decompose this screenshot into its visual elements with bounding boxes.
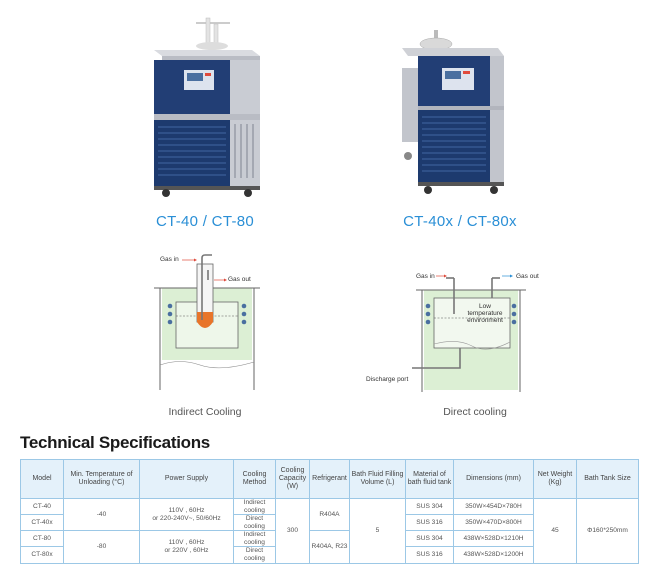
indirect-cooling-caption: Indirect Cooling bbox=[168, 406, 242, 418]
gas-in-label-1: Gas in bbox=[160, 256, 179, 263]
cell-model: CT-80 bbox=[20, 530, 64, 548]
cell-dimensions: 438W×528D×1200H bbox=[453, 546, 534, 564]
product-caption-2: CT-40x / CT-80x bbox=[403, 213, 517, 230]
cell-model: CT-40x bbox=[20, 514, 64, 532]
power-line-2: or 220-240V~, 50/60Hz bbox=[152, 514, 221, 522]
cell-cooling-method: Direct cooling bbox=[233, 546, 276, 564]
chiller-unit-icon bbox=[402, 30, 504, 194]
spec-table: Model Min. Temperature of Unloading (°C)… bbox=[20, 459, 639, 564]
cell-power: 110V , 60Hz or 220-240V~, 50/60Hz bbox=[139, 497, 234, 532]
spec-title: Technical Specifications bbox=[20, 433, 210, 452]
table-row: CT-80x Direct cooling SUS 316 438W×528D×… bbox=[20, 546, 639, 564]
discharge-port-label: Discharge port bbox=[366, 376, 409, 383]
cell-min-temp: -40 bbox=[63, 497, 140, 532]
cell-material: SUS 316 bbox=[405, 546, 454, 564]
table-row: CT-40x Direct cooling SUS 316 350W×470D×… bbox=[20, 514, 639, 532]
cell-fill-volume: 5 bbox=[349, 498, 406, 564]
cell-model: CT-40 bbox=[20, 497, 64, 516]
direct-cooling-diagram bbox=[412, 270, 532, 395]
cell-refrigerant: R404A bbox=[309, 497, 350, 532]
cell-power: 110V , 60Hz or 220V , 60Hz bbox=[139, 530, 234, 564]
product-image-ct40-ct80 bbox=[148, 16, 268, 198]
header-material: Material of bath fluid tank bbox=[405, 459, 454, 499]
cell-cooling-method: Indirect cooling bbox=[233, 497, 276, 516]
cell-refrigerant: R404A, R23 bbox=[309, 530, 350, 564]
power-line-1: 110V , 60Hz bbox=[168, 507, 205, 515]
header-power: Power Supply bbox=[139, 459, 234, 499]
cell-model: CT-80x bbox=[20, 546, 64, 564]
cell-dimensions: 350W×454D×780H bbox=[453, 497, 534, 516]
indirect-cooling-diagram bbox=[150, 250, 265, 395]
header-net-weight: Net Weight (Kg) bbox=[533, 459, 577, 499]
direct-cooling-schematic bbox=[412, 274, 526, 392]
cell-material: SUS 316 bbox=[405, 514, 454, 532]
cell-tank-size: Φ160*250mm bbox=[576, 498, 639, 564]
header-capacity: Cooling Capacity (W) bbox=[275, 459, 310, 499]
table-row: CT-80 -80 110V , 60Hz or 220V , 60Hz Ind… bbox=[20, 530, 639, 564]
gas-in-label-2: Gas in bbox=[416, 273, 435, 280]
product-caption-1: CT-40 / CT-80 bbox=[155, 213, 255, 230]
gas-out-label-1: Gas out bbox=[228, 276, 251, 283]
indirect-cooling-schematic bbox=[154, 254, 260, 390]
cell-dimensions: 438W×528D×1210H bbox=[453, 530, 534, 548]
cell-min-temp: -80 bbox=[63, 530, 140, 564]
product-image-ct40x-ct80x bbox=[400, 28, 510, 198]
cell-dimensions: 350W×470D×800H bbox=[453, 514, 534, 532]
gas-out-label-2: Gas out bbox=[516, 273, 539, 280]
chiller-unit-icon bbox=[154, 17, 260, 197]
header-min-temp: Min. Temperature of Unloading (°C) bbox=[63, 459, 140, 499]
cell-material: SUS 304 bbox=[405, 530, 454, 548]
table-row: CT-40 -40 110V , 60Hz or 220-240V~, 50/6… bbox=[20, 497, 639, 564]
table-header-row: Model Min. Temperature of Unloading (°C)… bbox=[20, 459, 639, 499]
environment-label: Low temperature environment bbox=[467, 303, 503, 325]
cell-cooling-method: Direct cooling bbox=[233, 514, 276, 532]
power-line-2: or 220V , 60Hz bbox=[164, 546, 209, 554]
header-model: Model bbox=[20, 459, 64, 499]
header-fill-volume: Bath Fluid Filling Volume (L) bbox=[349, 459, 406, 499]
direct-cooling-caption: Direct cooling bbox=[443, 406, 507, 418]
cell-net-weight: 45 bbox=[533, 498, 577, 564]
power-line-1: 110V , 60Hz bbox=[168, 539, 205, 547]
cell-cooling-method: Indirect cooling bbox=[233, 530, 276, 548]
header-refrigerant: Refrigerant bbox=[309, 459, 350, 499]
header-tank-size: Bath Tank Size bbox=[576, 459, 639, 499]
header-dimensions: Dimensions (mm) bbox=[453, 459, 534, 499]
cell-capacity: 300 bbox=[275, 498, 310, 564]
cell-material: SUS 304 bbox=[405, 497, 454, 516]
header-cooling-method: Cooling Method bbox=[233, 459, 276, 499]
